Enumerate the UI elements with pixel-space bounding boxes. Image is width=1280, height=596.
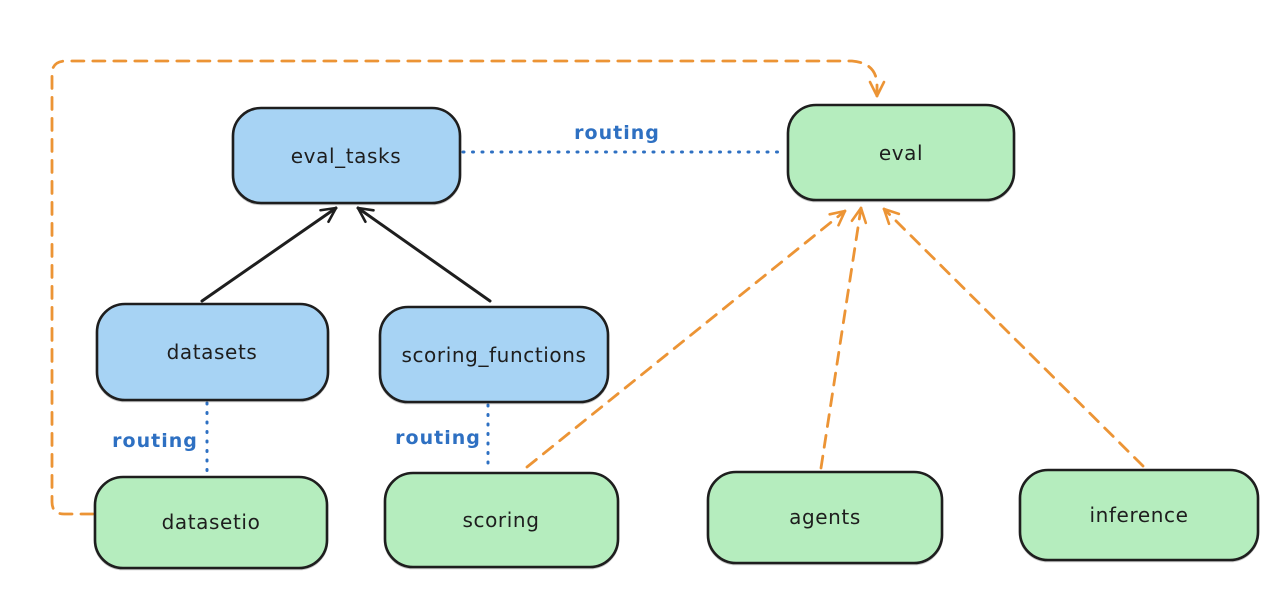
node-eval: eval [786,103,1016,202]
edge-scoring-functions-to-eval-tasks [356,206,492,303]
node-agents: agents [706,470,944,565]
scoring-functions-box [378,305,610,404]
edge-agents-to-eval [819,206,868,470]
eval-label: eval [879,141,923,165]
routing-label-top: routing [574,122,660,144]
edge-scoring-to-eval [525,209,847,469]
agents-label: agents [789,505,861,529]
datasetio-label: datasetio [162,510,261,534]
scoring-box [383,471,620,569]
node-scoring-functions: scoring_functions [378,305,610,404]
node-datasetio: datasetio [93,475,329,570]
eval-tasks-label: eval_tasks [291,144,401,168]
node-inference: inference [1018,468,1260,562]
eval-tasks-box [231,106,462,205]
edge-datasetio-to-eval [50,59,886,516]
edge-datasets-to-eval-tasks [200,206,338,303]
scoring-label: scoring [462,508,539,532]
datasets-label: datasets [167,340,258,364]
agents-box [706,470,944,565]
node-datasets: datasets [95,302,330,402]
inference-box [1018,468,1260,562]
edge-inference-to-eval [882,207,1145,468]
node-scoring: scoring [383,471,620,569]
node-eval-tasks: eval_tasks [231,106,462,205]
datasetio-box [93,475,329,570]
scoring-functions-label: scoring_functions [401,343,586,367]
inference-label: inference [1089,503,1188,527]
eval-box [786,103,1016,202]
routing-label-scoring: routing [395,427,481,449]
routing-label-datasets: routing [112,430,198,452]
datasets-box [95,302,330,402]
